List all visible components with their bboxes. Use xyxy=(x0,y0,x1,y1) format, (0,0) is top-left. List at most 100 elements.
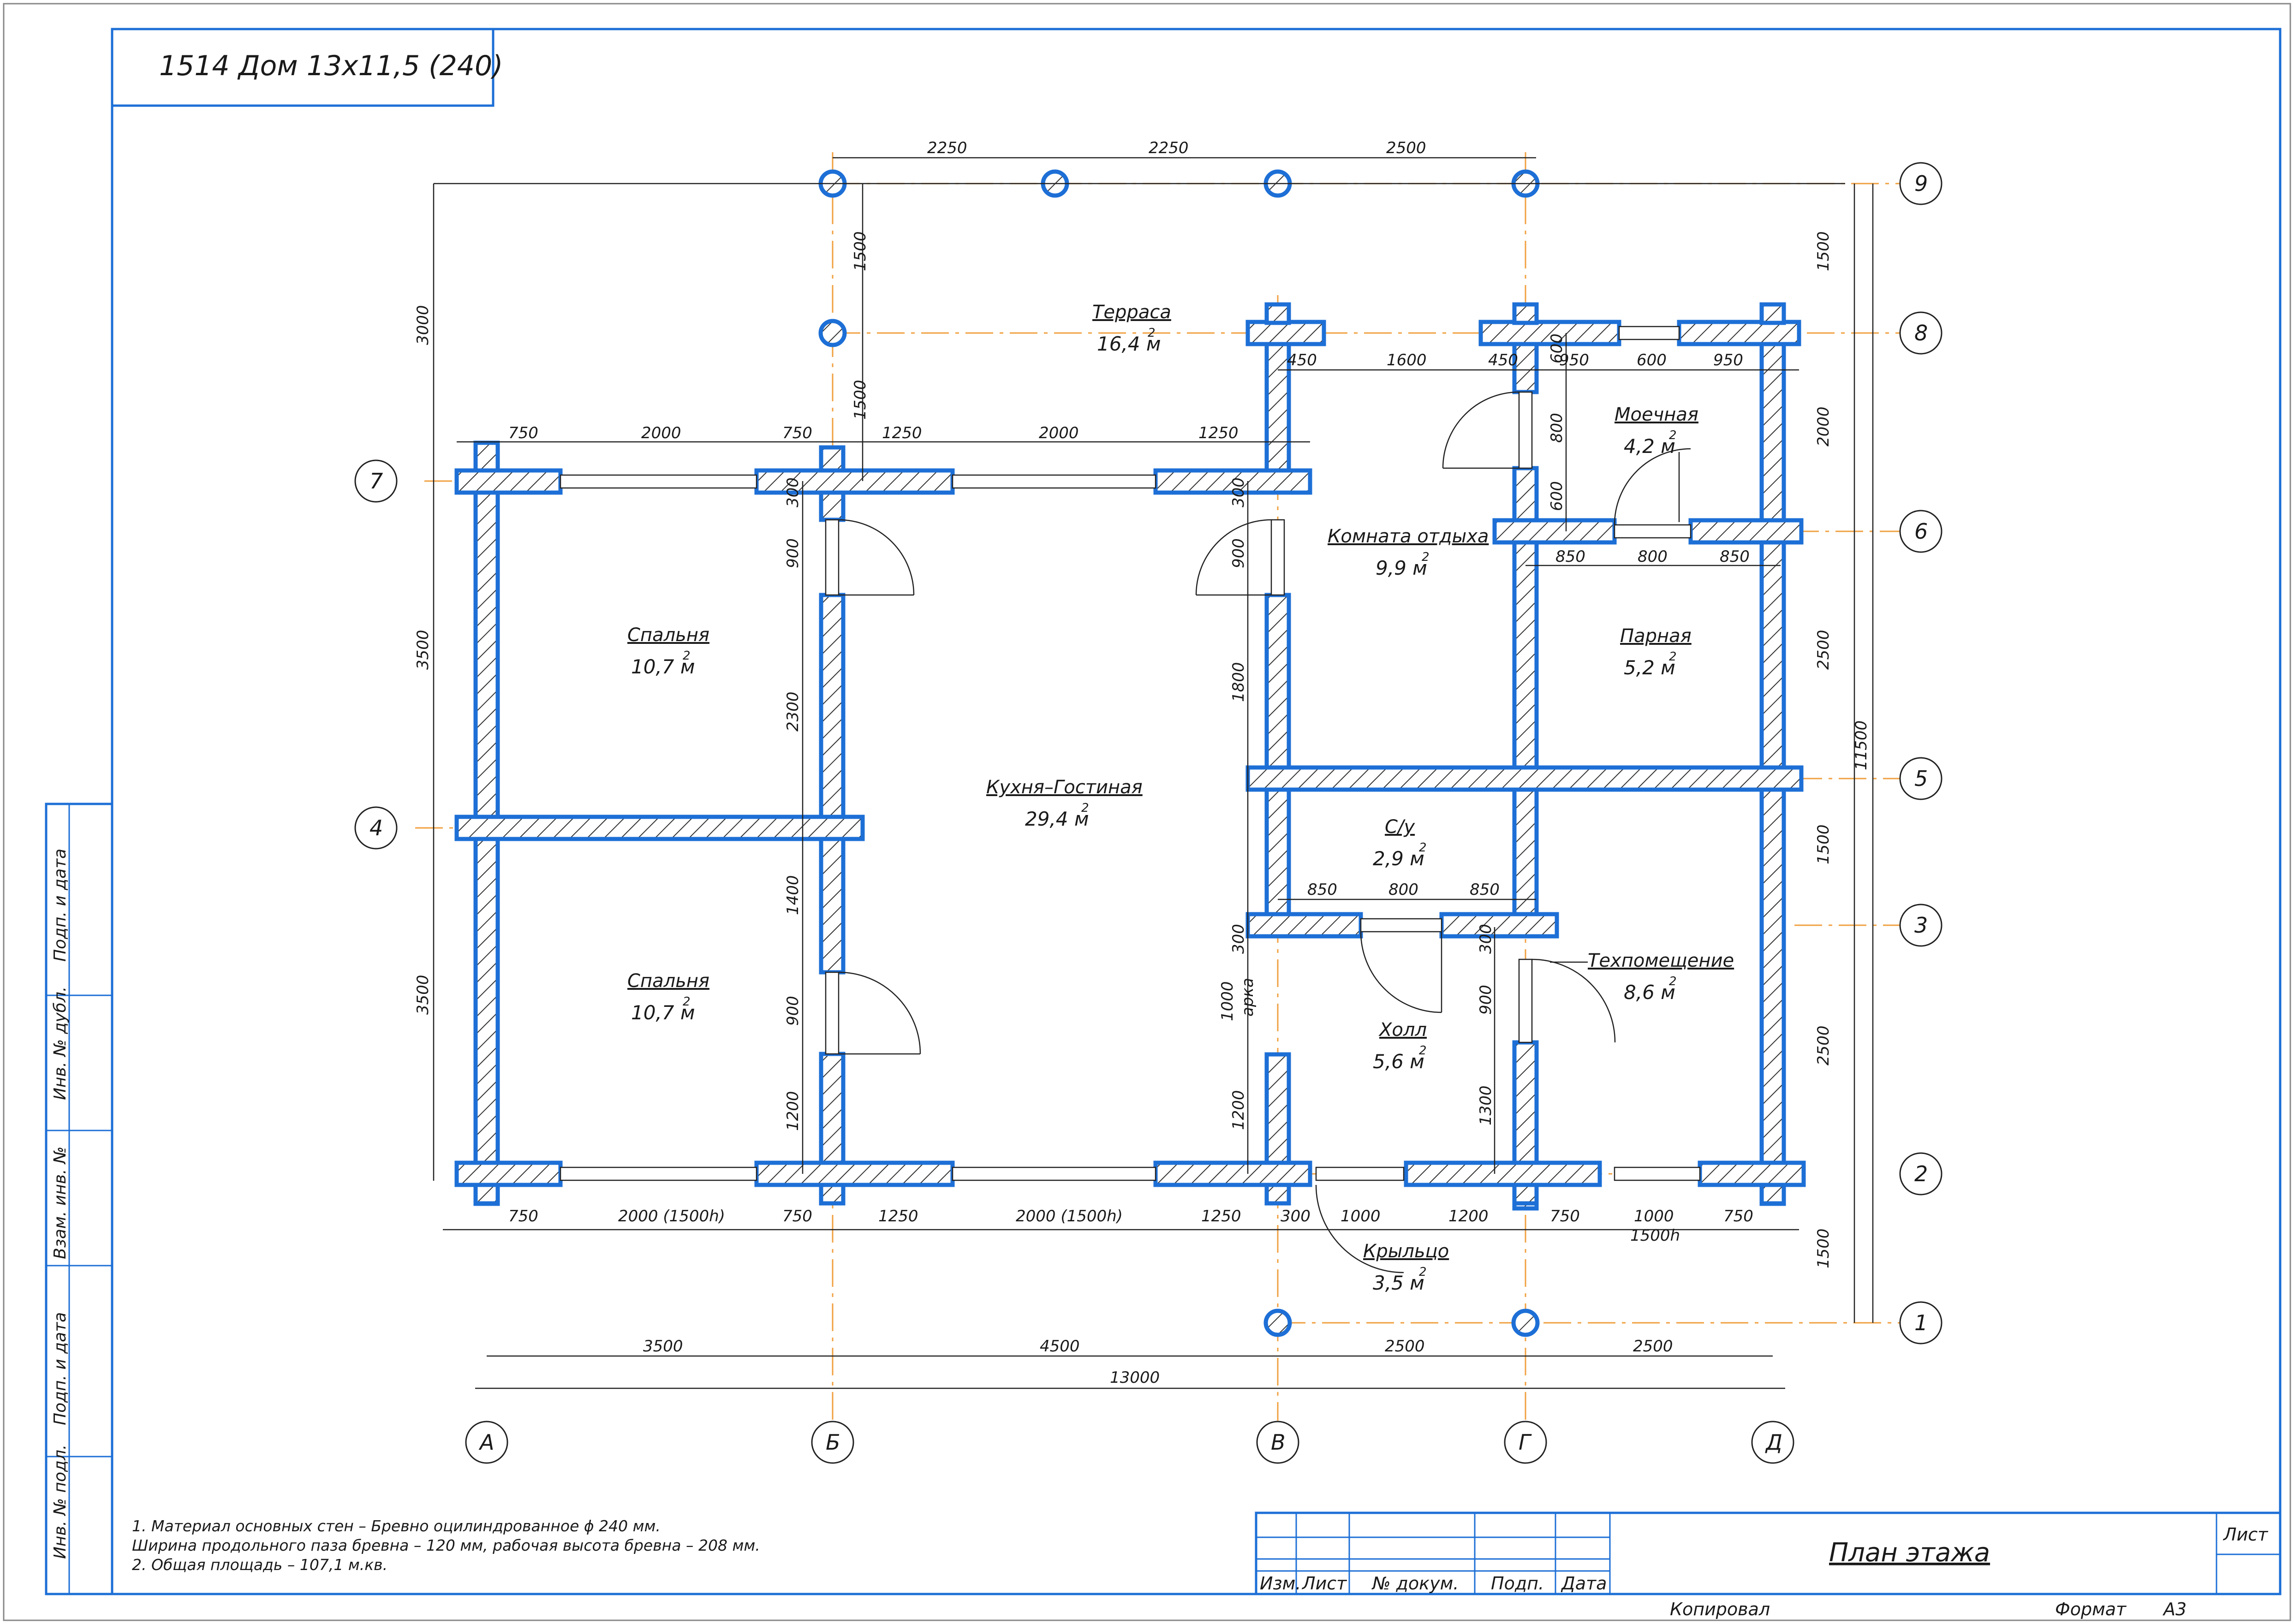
axis-bubble-a xyxy=(465,1421,508,1464)
axis-bubble-2 xyxy=(1899,1152,1942,1196)
dim-iv-7: 1200 xyxy=(1229,1090,1248,1130)
drawing-frame xyxy=(111,28,2282,1595)
dim-ig-3: 600 xyxy=(1548,481,1566,511)
axis-bubble-8 xyxy=(1899,311,1942,355)
side-stamp-4: Инв. № подл. xyxy=(51,1445,70,1559)
dim-right-5: 2500 xyxy=(1814,1025,1833,1065)
axis-label-2: 2 xyxy=(1914,1161,1928,1186)
stamp-box: 1514 Дом 13х11,5 (240) xyxy=(111,28,503,107)
axis-bubble-5 xyxy=(1899,757,1942,800)
axis-bubble-7 xyxy=(354,459,398,503)
axis-bubble-v xyxy=(1256,1421,1299,1464)
dim-b2-1: 3500 xyxy=(643,1337,683,1356)
format-value: А3 xyxy=(2162,1599,2187,1619)
room-name-bedroom-2: Спальня xyxy=(627,970,709,992)
dim-r8-3: 450 xyxy=(1488,351,1518,369)
axis-label-6: 6 xyxy=(1914,519,1928,544)
note-3: 2. Общая площадь – 107,1 м.кв. xyxy=(132,1556,387,1574)
axis-label-4: 4 xyxy=(369,815,383,840)
dim-iv-2: 900 xyxy=(1229,538,1248,568)
room-name-porch: Крыльцо xyxy=(1363,1241,1449,1262)
room-area-terrace: 16,4 м xyxy=(1097,333,1161,355)
side-stamp: Подп. и дата Инв. № дубл. Взам. инв. № П… xyxy=(45,803,113,1595)
tb-col-doc: № докум. xyxy=(1371,1573,1459,1594)
axis-bubble-3 xyxy=(1899,904,1942,947)
room-name-kitchen: Кухня–Гостиная xyxy=(986,777,1143,798)
dim-r7-1: 750 xyxy=(508,424,538,442)
dim-b1-9: 1200 xyxy=(1448,1207,1489,1225)
stamp-title: 1514 Дом 13х11,5 (240) xyxy=(159,50,503,82)
dim-b1-10: 750 xyxy=(1550,1207,1580,1225)
doors xyxy=(825,391,1692,1273)
dim-top-1: 2250 xyxy=(927,139,967,157)
axis-bubble-g xyxy=(1504,1421,1547,1464)
axis-label-g: Г xyxy=(1519,1430,1532,1455)
room-area-washroom: 4,2 м xyxy=(1624,435,1675,458)
room-name-rest-room: Комната отдыха xyxy=(1328,526,1489,547)
side-stamp-1: Инв. № дубл. xyxy=(51,987,70,1100)
axis-label-b: Б xyxy=(826,1430,840,1455)
axis-bubble-9 xyxy=(1899,162,1942,205)
dim-right-1: 1500 xyxy=(1814,231,1833,271)
room-area-bedroom-2: 10,7 м xyxy=(631,1001,695,1024)
area-sup: 2 xyxy=(1419,1265,1427,1279)
axis-bubble-b xyxy=(811,1421,854,1464)
axis-label-8: 8 xyxy=(1914,321,1928,345)
dim-r8-6: 950 xyxy=(1713,351,1743,369)
dim-r8-5: 600 xyxy=(1637,351,1667,369)
axis-bubble-4 xyxy=(354,806,398,850)
dim-r8-2: 1600 xyxy=(1387,351,1427,369)
windows xyxy=(560,326,1701,1181)
axis-label-v: В xyxy=(1271,1430,1286,1455)
room-labels: Терраса 16,4 м 2 Спальня 10,7 м 2 Спальн… xyxy=(627,302,1734,1294)
dimension-lines xyxy=(433,157,1874,1389)
dim-r7-4: 1250 xyxy=(882,424,922,442)
dim-r3-3: 850 xyxy=(1470,880,1500,899)
area-sup: 2 xyxy=(1669,428,1677,442)
leaders xyxy=(1550,452,1680,963)
dim-r7-2: 2000 xyxy=(641,424,681,442)
dim-ig-6: 1300 xyxy=(1477,1085,1495,1125)
dim-b1-2: 2000 (1500h) xyxy=(618,1207,725,1225)
dim-b1-7: 300 xyxy=(1281,1207,1311,1225)
dim-r8-1: 450 xyxy=(1287,351,1317,369)
log-crosses xyxy=(473,302,1786,1206)
tb-col-list: Лист xyxy=(1301,1573,1347,1594)
dim-right-4: 1500 xyxy=(1814,824,1833,864)
format-label: Формат xyxy=(2055,1599,2127,1619)
dim-r6-3: 850 xyxy=(1720,547,1750,566)
dim-r7-6: 1250 xyxy=(1198,424,1239,442)
room-name-hall: Холл xyxy=(1378,1019,1427,1041)
axis-label-5: 5 xyxy=(1914,766,1928,791)
axis-label-7: 7 xyxy=(369,469,383,494)
axis-label-3: 3 xyxy=(1914,913,1928,938)
dim-b2-3: 2500 xyxy=(1385,1337,1425,1356)
room-area-kitchen: 29,4 м xyxy=(1025,808,1089,830)
room-area-steam-room: 5,2 м xyxy=(1624,656,1675,679)
dim-ig-2: 800 xyxy=(1548,413,1566,443)
room-area-rest-room: 9,9 м xyxy=(1376,557,1427,579)
dim-r7-3: 750 xyxy=(782,424,812,442)
note-1: 1. Материал основных стен – Бревно оцили… xyxy=(132,1517,661,1535)
dim-top-2: 2250 xyxy=(1149,139,1189,157)
room-name-steam-room: Парная xyxy=(1620,625,1692,647)
tb-col-izm: Изм. xyxy=(1260,1573,1301,1594)
dim-right-2: 2000 xyxy=(1814,406,1833,446)
notes: 1. Материал основных стен – Бревно оцили… xyxy=(132,1517,760,1574)
dim-b2-4: 2500 xyxy=(1633,1337,1673,1356)
dim-ig-5: 900 xyxy=(1477,985,1495,1015)
area-sup: 2 xyxy=(1422,550,1430,564)
dim-r3-1: 850 xyxy=(1307,880,1337,899)
sheet-outer-border xyxy=(3,3,2291,1621)
dim-ib-3: 300 xyxy=(784,477,802,507)
axis-bubble-6 xyxy=(1899,510,1942,553)
dim-ig-1: 600 xyxy=(1548,333,1566,363)
side-stamp-3: Подп. и дата xyxy=(51,1312,70,1425)
area-sup: 2 xyxy=(1419,841,1427,855)
axis-label-a: А xyxy=(478,1430,494,1455)
axis-label-9: 9 xyxy=(1914,171,1928,196)
dim-ig-4: 300 xyxy=(1477,924,1495,954)
dimension-labels: 2250 2250 2500 750 2000 750 1250 2000 12… xyxy=(414,139,1871,1387)
dim-right-3: 2500 xyxy=(1814,630,1833,670)
